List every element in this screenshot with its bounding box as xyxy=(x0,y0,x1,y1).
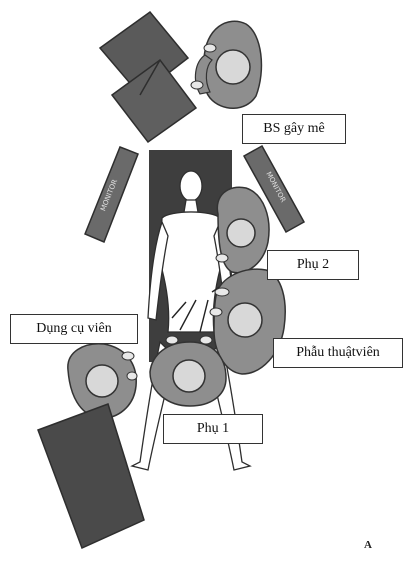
scrub-nurse-figure xyxy=(67,343,138,419)
panel-letter: A xyxy=(364,539,372,551)
assistant-2-label: Phụ 2 xyxy=(267,250,359,280)
anesthesiologist-label-text: BS gây mê xyxy=(263,121,325,136)
surgeon-figure xyxy=(209,268,286,375)
assistant-1-figure xyxy=(149,335,227,407)
anesthesiologist-figure xyxy=(190,20,263,109)
scrub-nurse-label-text: Dụng cụ viên xyxy=(36,321,112,336)
assistant-1-label: Phụ 1 xyxy=(163,414,263,444)
assistant-2-label-text: Phụ 2 xyxy=(296,257,330,272)
anesthesia-machine xyxy=(98,10,198,144)
surgeon-label-text: Phẫu thuậtviên xyxy=(296,345,380,360)
anesthesiologist-label: BS gây mê xyxy=(242,114,346,144)
monitor-left: MONITOR xyxy=(84,146,139,243)
assistant-1-label-text: Phụ 1 xyxy=(196,421,230,436)
surgeon-label: Phẫu thuậtviên xyxy=(273,338,403,368)
assistant-2-figure xyxy=(215,186,270,274)
scrub-nurse-label: Dụng cụ viên xyxy=(10,314,138,344)
instrument-table xyxy=(37,403,145,550)
